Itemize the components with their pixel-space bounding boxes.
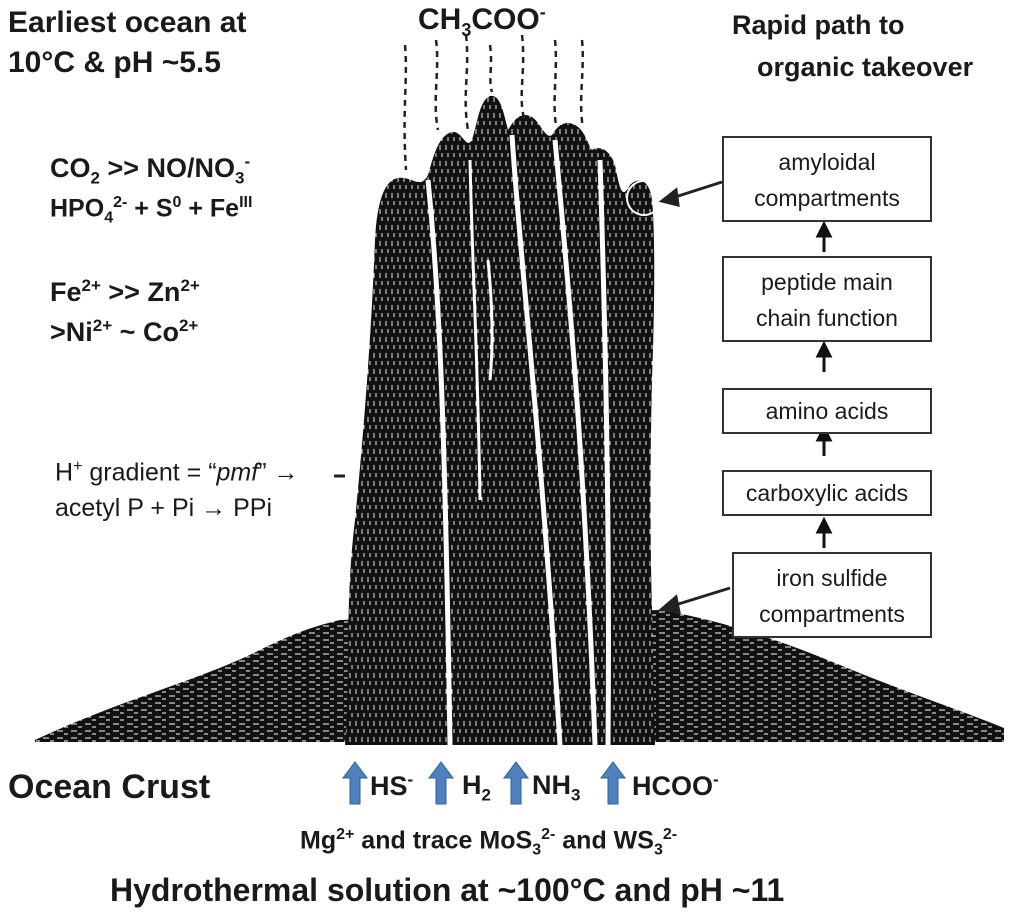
pointer-arrows bbox=[334, 180, 731, 614]
box-carboxylic-acids: carboxylic acids bbox=[722, 470, 932, 516]
organic-heading-line1: Rapid path to bbox=[732, 10, 905, 40]
box-amino-acids: amino acids bbox=[722, 388, 932, 434]
metals-line1: Fe2+ >> Zn2+ bbox=[50, 276, 200, 307]
hydrothermal-solution-label: Hydrothermal solution at ~100°C and pH ~… bbox=[110, 872, 785, 908]
nh3-flow-arrow bbox=[503, 761, 529, 805]
ocean-heading-line1: Earliest ocean at bbox=[8, 6, 247, 39]
acetate-label: CH3COO- bbox=[418, 2, 546, 40]
gradient-line1: H+ gradient = “pmf” → bbox=[55, 458, 299, 487]
hcoo-label: HCOO- bbox=[632, 770, 719, 801]
amyloid-site-circle bbox=[626, 180, 662, 216]
hs-flow-arrow bbox=[342, 761, 368, 805]
chimney-body bbox=[345, 95, 655, 745]
hcoo-flow-arrow bbox=[600, 761, 626, 805]
metals-line2: >Ni2+ ~ Co2+ bbox=[50, 316, 199, 347]
gradient-line2: acetyl P + Pi → PPi bbox=[55, 494, 272, 522]
nh3-label: NH3 bbox=[532, 770, 581, 805]
ocean-crust-label: Ocean Crust bbox=[8, 768, 211, 806]
ocean-composition-line2: HPO42- + S0 + FeIII bbox=[50, 194, 253, 227]
vent-plumes bbox=[403, 34, 585, 171]
h2-label: H2 bbox=[462, 770, 491, 805]
chimney-fissures bbox=[425, 134, 611, 746]
organic-heading-line2: organic takeover bbox=[757, 52, 974, 82]
pathway-arrows bbox=[815, 220, 833, 548]
ocean-composition-line1: CO2 >> NO/NO3- bbox=[50, 152, 251, 188]
hs-label: HS- bbox=[370, 770, 414, 801]
h2-flow-arrow bbox=[428, 761, 454, 805]
ocean-heading-line2: 10°C & pH ~5.5 bbox=[8, 46, 221, 79]
trace-elements-label: Mg2+ and trace MoS32- and WS32- bbox=[300, 826, 678, 859]
